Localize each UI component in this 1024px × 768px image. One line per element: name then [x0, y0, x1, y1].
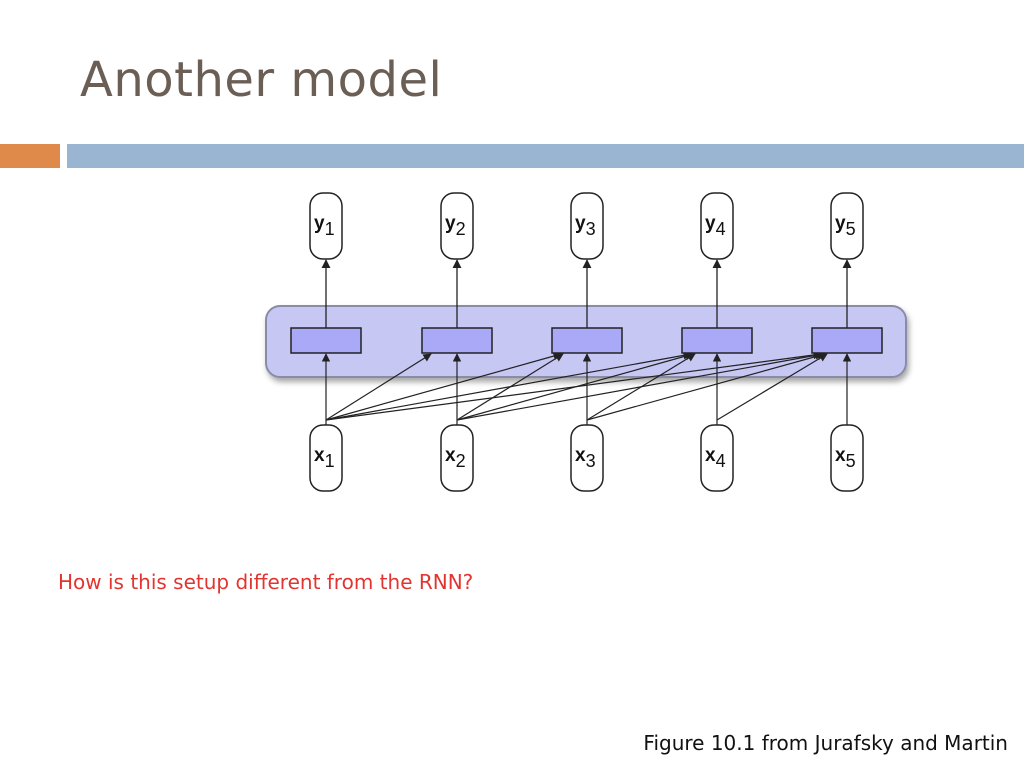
output-node-label: y3 — [575, 213, 596, 239]
input-node-label: x5 — [835, 445, 856, 471]
input-2-to-hidden-4-arrow — [456, 351, 694, 421]
hidden-unit-2 — [421, 327, 493, 354]
input-3-to-hidden-5-arrow — [586, 351, 826, 421]
input-1-to-hidden-4-arrow — [325, 351, 692, 421]
hidden-unit-1 — [290, 327, 362, 354]
title-accent-bar-blue — [67, 144, 1024, 168]
output-node-shape — [440, 192, 474, 260]
input-2-to-hidden-3-arrow — [456, 353, 564, 421]
output-node-1: y1 — [309, 192, 343, 260]
input-node-5: x5 — [830, 424, 864, 492]
output-node-2: y2 — [440, 192, 474, 260]
input-node-shape — [440, 424, 474, 492]
input-4-to-hidden-5-arrow — [716, 353, 828, 421]
output-node-shape — [830, 192, 864, 260]
input-node-label: x2 — [445, 445, 466, 471]
input-1-to-hidden-3-arrow — [325, 352, 562, 421]
output-node-label: y5 — [835, 213, 856, 239]
discussion-question: How is this setup different from the RNN… — [58, 570, 474, 594]
input-node-2: x2 — [440, 424, 474, 492]
output-node-shape — [570, 192, 604, 260]
input-node-4: x4 — [700, 424, 734, 492]
hidden-unit-5 — [811, 327, 883, 354]
slide-title: Another model — [80, 52, 443, 108]
hidden-unit-3 — [551, 327, 623, 354]
input-node-label: x4 — [705, 445, 726, 471]
output-node-label: y2 — [445, 213, 466, 239]
input-node-shape — [570, 424, 604, 492]
output-node-3: y3 — [570, 192, 604, 260]
input-node-label: x3 — [575, 445, 596, 471]
input-node-3: x3 — [570, 424, 604, 492]
input-3-to-hidden-4-arrow — [586, 353, 696, 421]
input-node-1: x1 — [309, 424, 343, 492]
input-node-shape — [309, 424, 343, 492]
input-nodes: x1 x2 x3 x4 x5 — [309, 424, 864, 492]
output-node-4: y4 — [700, 192, 734, 260]
input-node-shape — [700, 424, 734, 492]
output-node-shape — [700, 192, 734, 260]
input-1-to-hidden-2-arrow — [325, 353, 432, 421]
output-node-5: y5 — [830, 192, 864, 260]
output-node-label: y4 — [705, 213, 726, 239]
edge-group — [321, 259, 852, 425]
output-node-label: y1 — [314, 213, 335, 239]
figure-caption: Figure 10.1 from Jurafsky and Martin — [643, 731, 1008, 755]
hidden-units — [290, 327, 883, 354]
output-nodes: y1 y2 y3 y4 y5 — [309, 192, 864, 260]
output-node-shape — [309, 192, 343, 260]
input-node-label: x1 — [314, 445, 335, 471]
input-node-shape — [830, 424, 864, 492]
title-accent-bar-orange — [0, 144, 60, 168]
hidden-unit-4 — [681, 327, 753, 354]
